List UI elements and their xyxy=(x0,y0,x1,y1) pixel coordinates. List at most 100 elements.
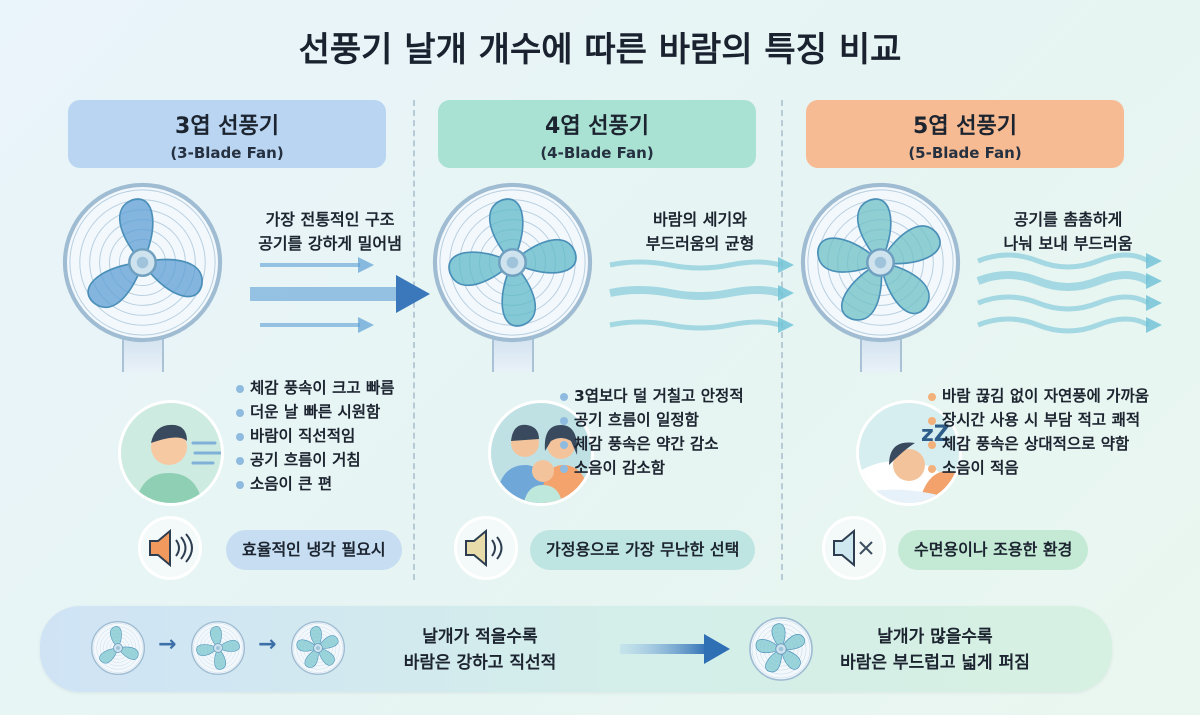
arrow-icon: → xyxy=(158,632,177,657)
fan-blade xyxy=(771,623,786,650)
wavy-wind xyxy=(976,271,1151,291)
fan-3-blade-illustration xyxy=(60,180,225,349)
feature-item: 더운 날 빠른 시원함 xyxy=(236,400,395,424)
feature-item: 소음이 적음 xyxy=(928,456,1149,480)
column-title: 4엽 선풍기 xyxy=(545,114,649,139)
feature-item: 장시간 사용 시 부담 적고 쾌적 xyxy=(928,408,1149,432)
column-header: 3엽 선풍기 (3-Blade Fan) xyxy=(68,100,386,168)
fan-blade xyxy=(317,647,335,666)
feature-item: 소음이 큰 편 xyxy=(236,472,395,496)
fan-blade xyxy=(780,648,801,670)
fan-blade xyxy=(296,639,319,652)
speaker-mute-icon xyxy=(822,516,886,580)
fan-5-blade-icon xyxy=(748,616,814,682)
description-line: 바람의 세기와 xyxy=(653,210,747,229)
fan-blade xyxy=(879,225,941,265)
feature-item: 소음이 감소함 xyxy=(560,456,744,480)
summary-bar: → → 날개가 적을수록 바람은 강하고 직선적 날개가 많을수록 바람은 부드… xyxy=(40,606,1112,692)
fan-4-blade-illustration xyxy=(430,180,595,349)
big-arrow-icon xyxy=(620,634,730,664)
fan-blade xyxy=(511,239,577,274)
summary-line: 날개가 많을수록 xyxy=(877,627,993,647)
summary-few-blades: 날개가 적을수록 바람은 강하고 직선적 xyxy=(380,624,580,676)
recommendation-tag: 효율적인 냉각 필요시 xyxy=(226,530,402,570)
fan-blade xyxy=(857,198,892,264)
summary-line: 날개가 적을수록 xyxy=(422,627,538,647)
column-4-blade: 4엽 선풍기 (4-Blade Fan) 바람의 세기와 부드러움의 균형 3엽… xyxy=(410,0,794,600)
fan-blade xyxy=(217,640,240,652)
fan-blade xyxy=(755,638,782,654)
wavy-wind xyxy=(977,316,1150,334)
summary-many-blades: 날개가 많을수록 바람은 부드럽고 넓게 퍼짐 xyxy=(820,624,1050,676)
description-line: 부드러움의 균형 xyxy=(645,234,755,253)
fan-blade xyxy=(840,261,883,321)
fan-blade xyxy=(317,635,339,649)
arrow-icon: → xyxy=(258,632,277,657)
wavy-wind xyxy=(609,286,782,300)
recommendation-tag: 가정용으로 가장 무난한 선택 xyxy=(530,530,756,570)
column-subtitle: (5-Blade Fan) xyxy=(908,144,1022,162)
fan-blade xyxy=(879,261,930,315)
fan-blade xyxy=(310,626,322,649)
feature-item: 체감 풍속은 상대적으로 약함 xyxy=(928,432,1149,456)
description-line: 나눠 보내 부드러움 xyxy=(1003,234,1133,253)
column-divider xyxy=(413,100,415,580)
feature-item: 공기 흐름이 거침 xyxy=(236,448,395,472)
column-divider xyxy=(781,100,783,580)
feature-item: 체감 풍속은 약간 감소 xyxy=(560,432,744,456)
description-line: 공기를 촘촘하게 xyxy=(1013,210,1123,229)
fan-4-blade-icon xyxy=(190,620,246,676)
column-header: 5엽 선풍기 (5-Blade Fan) xyxy=(806,100,1124,168)
column-header: 4엽 선풍기 (4-Blade Fan) xyxy=(438,100,756,168)
fan-blade xyxy=(210,626,222,649)
feature-item: 바람 끊김 없이 자연풍에 가까움 xyxy=(928,384,1149,408)
fan-blade xyxy=(501,261,536,327)
speaker-loud-icon xyxy=(138,516,202,580)
fan-blade xyxy=(119,198,154,264)
fan-5-blade-icon xyxy=(290,620,346,676)
column-subtitle: (4-Blade Fan) xyxy=(540,144,654,162)
fan-5-blade-illustration xyxy=(798,180,963,349)
feature-item: 공기 흐름이 일정함 xyxy=(560,408,744,432)
feature-item: 체감 풍속이 크고 빠름 xyxy=(236,376,395,400)
page-title: 선풍기 날개 개수에 따른 바람의 특징 비교 xyxy=(298,30,902,70)
fan-blade xyxy=(816,237,882,273)
summary-line: 바람은 부드럽고 넓게 퍼짐 xyxy=(840,653,1030,673)
fan-blade xyxy=(110,626,122,649)
wavy-wind xyxy=(609,259,781,271)
recommendation-tag: 수면용이나 조용한 환경 xyxy=(898,530,1089,570)
column-3-blade: 3엽 선풍기 (3-Blade Fan) 가장 전통적인 구조 공기를 강하게 … xyxy=(40,0,430,600)
wind-flow-icon xyxy=(958,245,1178,349)
fan-blade xyxy=(87,261,144,309)
usage-illustration xyxy=(118,400,224,506)
feature-item: 바람이 직선적임 xyxy=(236,424,395,448)
fan-3-blade-icon xyxy=(90,620,146,676)
column-subtitle: (3-Blade Fan) xyxy=(170,144,284,162)
column-description: 바람의 세기와 부드러움의 균형 xyxy=(590,208,810,256)
description-line: 가장 전통적인 구조 xyxy=(265,210,395,229)
wind-flow-icon xyxy=(220,245,440,349)
column-description: 공기를 촘촘하게 나눠 보내 부드러움 xyxy=(958,208,1178,256)
fan-blade xyxy=(214,647,226,670)
column-5-blade: 5엽 선풍기 (5-Blade Fan) 공기를 촘촘하게 나눠 보내 부드러움… xyxy=(778,0,1162,600)
description-line: 공기를 강하게 밀어냄 xyxy=(258,234,402,253)
column-title: 3엽 선풍기 xyxy=(175,114,279,139)
fan-blade xyxy=(196,644,219,656)
column-title: 5엽 선풍기 xyxy=(913,114,1017,139)
column-description: 가장 전통적인 구조 공기를 강하게 밀어냄 xyxy=(220,208,440,256)
wind-flow-icon xyxy=(590,245,810,349)
wavy-wind xyxy=(977,252,1150,270)
fan-blade xyxy=(141,258,203,298)
feature-item: 3엽보다 덜 거칠고 안정적 xyxy=(560,384,744,408)
fan-blade xyxy=(489,198,524,264)
fan-blade xyxy=(117,646,139,660)
straight-wind-arrows xyxy=(250,257,430,333)
summary-line: 바람은 강하고 직선적 xyxy=(403,653,557,673)
wavy-wind xyxy=(609,319,781,331)
fan-blade xyxy=(99,647,119,664)
wavy-wind xyxy=(977,294,1150,312)
fan-blade xyxy=(780,634,806,650)
